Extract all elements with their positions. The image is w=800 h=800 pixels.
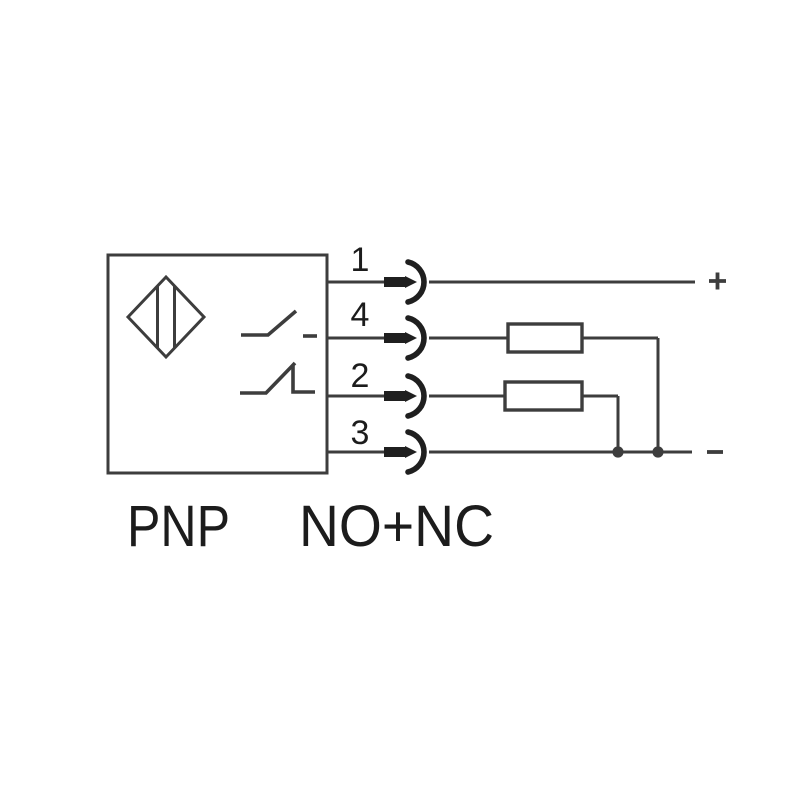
- connector-plug-icon: [384, 429, 427, 475]
- wire-4: 4: [327, 296, 660, 452]
- socket-arc: [405, 429, 427, 475]
- no-contact-arm: [241, 309, 298, 337]
- plug-tip: [405, 332, 417, 344]
- plug-body: [384, 333, 407, 343]
- wire-1: 1: [327, 241, 726, 305]
- nc-contact-arm: [240, 361, 297, 395]
- wire-3: 3: [327, 414, 723, 475]
- plug-body: [384, 277, 407, 287]
- nc-contact-stop: [291, 366, 315, 394]
- connector-plug-icon: [384, 315, 427, 361]
- junction-dot: [612, 446, 624, 458]
- load-resistor-1: [506, 322, 584, 354]
- socket-arc: [405, 315, 427, 361]
- socket-arc: [405, 373, 427, 419]
- connector-plug-icon: [384, 373, 427, 419]
- pin-3-label: 3: [351, 414, 370, 452]
- junction-dot: [652, 446, 664, 458]
- plug-tip: [405, 276, 417, 288]
- sensor-outline: [106, 253, 329, 475]
- plus-terminal: [709, 272, 726, 290]
- load-resistor-2: [503, 380, 584, 412]
- plug-tip: [405, 446, 417, 458]
- sensor-diamond-icon: [125, 274, 207, 360]
- plug-body: [384, 391, 407, 401]
- wire-2: 2: [327, 357, 620, 452]
- plug-tip: [405, 390, 417, 402]
- caption-function: NO+NC: [299, 494, 494, 559]
- pin-4-label: 4: [351, 296, 370, 334]
- socket-arc: [405, 259, 427, 305]
- no-contact-icon: [241, 309, 317, 338]
- nc-contact-icon: [240, 361, 315, 395]
- plug-body: [384, 447, 407, 457]
- diamond-outline: [125, 274, 207, 360]
- sensor-box: [106, 253, 329, 475]
- pin-2-label: 2: [351, 357, 370, 395]
- caption-output-type: PNP: [127, 494, 230, 559]
- connector-plug-icon: [384, 259, 427, 305]
- pin-1-label: 1: [351, 241, 370, 279]
